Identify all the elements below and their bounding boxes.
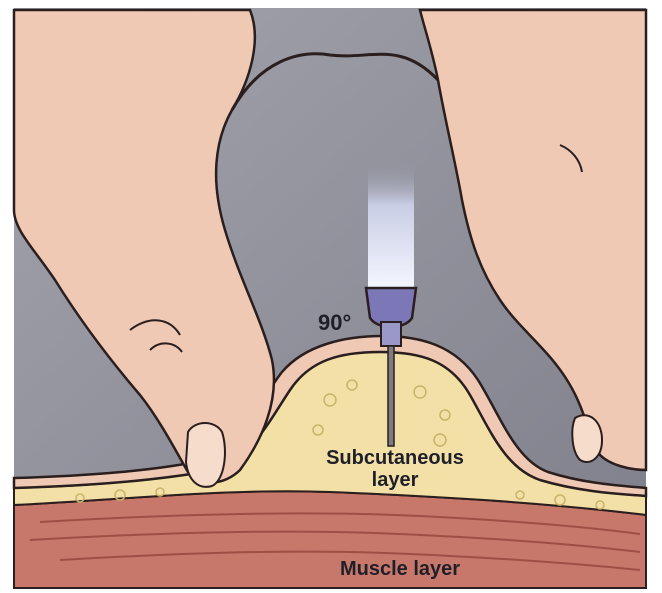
right-fingernail: [572, 415, 602, 462]
subcutaneous-label-line1: Subcutaneous: [326, 447, 464, 469]
needle: [388, 346, 394, 446]
syringe-barrel: [368, 160, 414, 288]
needle-collar: [381, 322, 401, 346]
left-thumbnail: [186, 423, 225, 487]
subcutaneous-label-line2: layer: [372, 469, 419, 491]
muscle-label: Muscle layer: [340, 558, 460, 580]
angle-label: 90°: [318, 310, 351, 335]
